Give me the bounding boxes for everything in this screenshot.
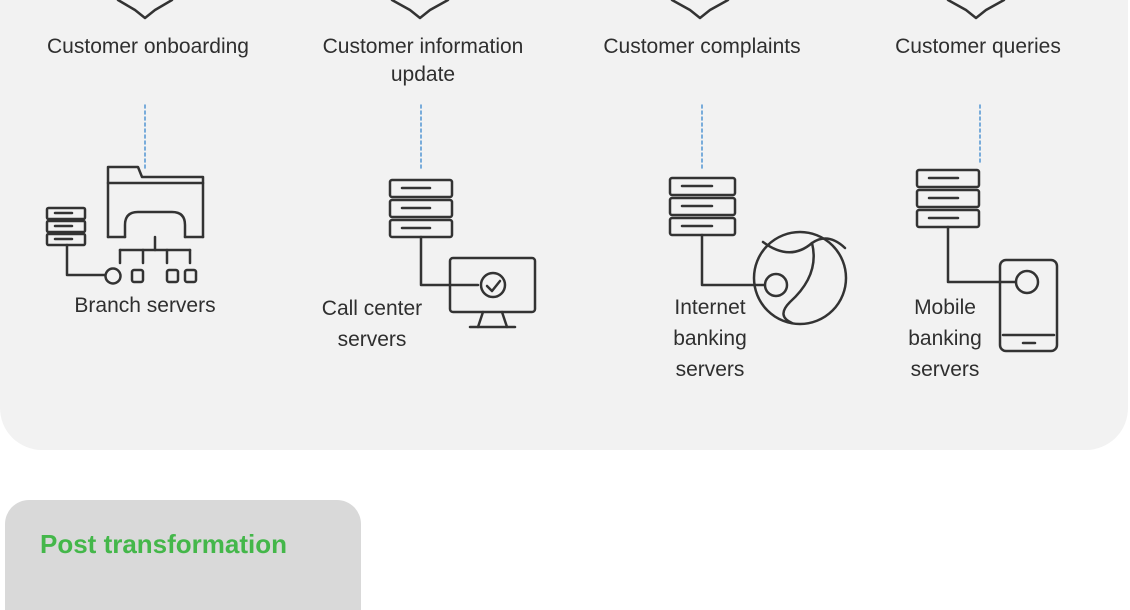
server-label-call-center: Call center servers xyxy=(312,293,432,355)
channel-label-line1: Customer complaints xyxy=(603,35,801,58)
server-label-line: banking xyxy=(673,327,747,350)
channel-customer-onboarding: Customer onboarding xyxy=(18,33,278,61)
channels-panel xyxy=(0,0,1128,450)
server-label-line: Mobile xyxy=(914,296,976,319)
channel-label-line1: Customer information xyxy=(322,35,524,58)
post-transformation-label: Post transformation xyxy=(40,529,288,559)
diagram-icons xyxy=(45,0,1059,353)
channel-customer-queries: Customer queries xyxy=(848,33,1108,61)
server-label-line: Call center xyxy=(321,297,423,320)
server-label-line: Internet xyxy=(674,296,746,319)
mobile-banking-server-phone-icon xyxy=(915,168,1059,353)
server-label-mobile-banking: Mobile banking servers xyxy=(895,292,995,385)
server-label-line: banking xyxy=(908,327,982,350)
channel-customer-complaints: Customer complaints xyxy=(572,33,832,61)
server-label-line: servers xyxy=(910,358,980,381)
server-label-line: servers xyxy=(675,358,745,381)
channel-label-line1: Customer queries xyxy=(895,35,1061,58)
internet-banking-server-globe-icon xyxy=(668,176,848,326)
server-label-line: Branch servers xyxy=(74,294,216,317)
call-center-server-monitor-icon xyxy=(388,178,537,329)
dotted-connector xyxy=(144,104,981,171)
server-label-branch: Branch servers xyxy=(55,290,235,321)
channel-label-line2: update xyxy=(390,63,456,86)
server-label-line: servers xyxy=(337,328,407,351)
branch-server-folder-icon xyxy=(45,165,205,285)
speech-bubble-icon xyxy=(116,0,1006,20)
server-label-internet-banking: Internet banking servers xyxy=(650,292,770,385)
channel-customer-information-update: Customer information update xyxy=(293,33,553,89)
channel-label-line1: Customer onboarding xyxy=(47,35,249,58)
